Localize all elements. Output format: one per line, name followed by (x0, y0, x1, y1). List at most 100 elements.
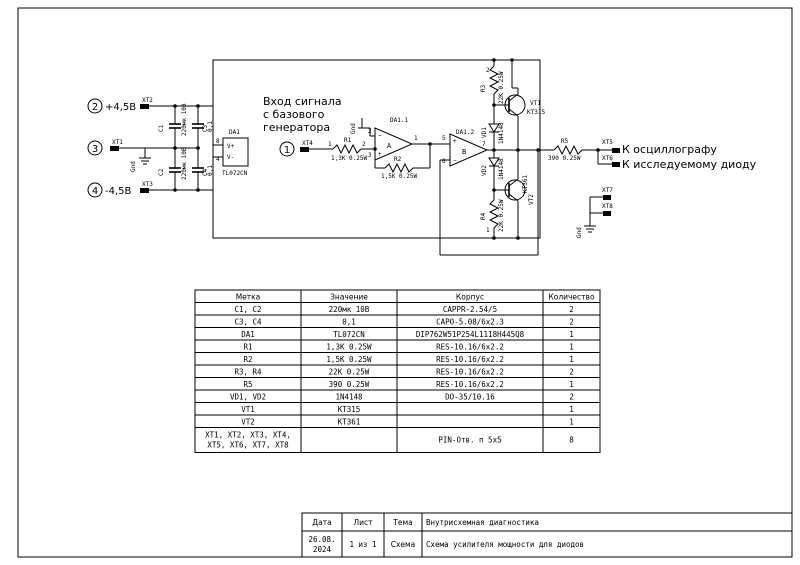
bom-cell: 1 (569, 343, 574, 352)
bom-cell: PIN-Отв. п 5x5 (438, 436, 501, 445)
da1-vplus: V+ (227, 143, 235, 150)
svg-text:+: + (453, 138, 457, 145)
conn-xt4: XT4 (302, 140, 313, 147)
power-input-gnd: 3 XT1 (87, 139, 200, 156)
cap-c2-ref: C2 (158, 168, 165, 176)
da12-letter: B (462, 148, 466, 156)
svg-text:+: + (378, 151, 382, 158)
bom-cell: 1 (569, 405, 574, 414)
svg-text:2: 2 (362, 141, 366, 148)
output-stage: R3 22K 0.25W 2 VD1 1N4148 VT1 KT315 VD2 … (480, 58, 545, 240)
signal-input-num: 1 (284, 145, 290, 156)
r1-val: 1,3K 0.25W (331, 155, 368, 162)
tb-h-sheet: Лист (353, 518, 373, 527)
r2-ref: R2 (394, 156, 402, 163)
bom-cell: 1 (569, 355, 574, 364)
bom-cell: CAPO-5.08/6x2.3 (436, 318, 504, 327)
bom-cell: RES-10.16/6x2.2 (436, 380, 504, 389)
svg-text:−: − (453, 157, 457, 164)
pin-xt3 (140, 188, 149, 193)
bom-cell: VT2 (241, 418, 255, 427)
vd2-ref: VD2 (481, 165, 488, 176)
da11-letter: A (387, 142, 392, 150)
bom-cell: RES-10.16/6x2.2 (436, 343, 504, 352)
conn-xt7: XT7 (602, 187, 613, 194)
vt2-part: KT361 (522, 175, 529, 193)
bom-cell: R5 (243, 380, 252, 389)
bom-cell: DA1 (241, 330, 255, 339)
bom-cell: 1,3K 0.25W (326, 343, 372, 352)
da12-ref: DA1.2 (456, 129, 474, 136)
svg-text:−: − (378, 132, 382, 139)
bom-cell: XT1, XT2, XT3, XT4, (205, 431, 291, 440)
bom-cell: 8 (569, 436, 574, 445)
bom-cell: DIP762W51P254L1118H445Q8 (416, 330, 525, 339)
r4-ref: R4 (480, 212, 487, 220)
da11-ref: DA1.1 (390, 117, 408, 124)
r2-val: 1,5K 0.25W (381, 173, 418, 180)
output-connectors: XT5 XT6 К осциллографу К исследуемому ди… (596, 139, 757, 171)
svg-text:6: 6 (442, 158, 446, 165)
capacitors: C1 220мк 10В C2 220мк 10В C3 0,1 C4 0,1 (158, 103, 214, 192)
cap-c1-val: 220мк 10В (181, 103, 188, 136)
vd1-ref: VD1 (481, 127, 488, 138)
sheet-frame (17, 7, 793, 558)
bom-cell: RES-10.16/6x2.2 (436, 355, 504, 364)
da1-body (222, 137, 249, 167)
gnd-label-input: Gnd (130, 161, 137, 172)
tb-scheme: Схема усилителя мощности для диодов (426, 540, 584, 549)
bom-cell: 2 (569, 368, 574, 377)
bom-cell: 22K 0.25W (329, 368, 370, 377)
cap-c4-ref: C4 (202, 168, 209, 176)
tb-h-scheme: Схема (391, 540, 416, 549)
bom-cell: CAPPR-2.54/5 (443, 305, 497, 314)
conn-xt1: XT1 (112, 139, 123, 146)
bom-cell: RES-10.16/6x2.2 (436, 368, 504, 377)
da1-pin4: 4 (216, 156, 220, 163)
bom-header: Количество (548, 293, 595, 302)
bom-cell: R2 (243, 355, 252, 364)
out-label-diode: К исследуемому диоду (622, 158, 757, 171)
da1-power-block: DA1 TL072CN V+ V- 8 4 (213, 129, 249, 177)
vt1-ref: VT1 (530, 100, 541, 107)
bom-cell: 0,1 (342, 318, 356, 327)
r3-ref: R3 (480, 84, 487, 92)
cap-c1-ref: C1 (158, 124, 165, 132)
signal-caption-1: Вход сигнала (263, 95, 342, 108)
signal-input: 1 XT4 (279, 140, 333, 157)
da1-part: TL072CN (222, 170, 248, 177)
bom-header: Метка (236, 293, 261, 302)
svg-text:1: 1 (414, 135, 418, 142)
bom-cell: 2 (569, 318, 574, 327)
title-block: Дата Лист Тема Внутрисхемная диагностика… (301, 512, 793, 558)
resistor-r2: R2 1,5K 0.25W (373, 142, 432, 180)
bom-cell: 1 (569, 380, 574, 389)
bom-cell: R3, R4 (234, 368, 262, 377)
bom-cell: 1 (569, 418, 574, 427)
opamp-da12: DA1.2 B + − 5 6 7 (430, 129, 539, 256)
bom-cell: 2 (569, 393, 574, 402)
pin-xt2 (140, 104, 149, 109)
bom-cell: XT5, XT6, XT7, XT8 (207, 441, 289, 450)
tb-sheet: 1 из 1 (349, 540, 376, 549)
r1-ref: R1 (344, 137, 352, 144)
bom-cell: 1 (569, 330, 574, 339)
power-input-plus: 2 +4,5В XT2 (87, 97, 213, 114)
board-outline (212, 59, 541, 239)
input-label-minus: -4,5В (105, 186, 132, 197)
svg-text:5: 5 (442, 135, 446, 142)
conn-xt2: XT2 (142, 97, 153, 104)
svg-text:1: 1 (486, 227, 490, 234)
conn-xt3: XT3 (142, 181, 153, 188)
vd1-part: 1N4148 (498, 122, 505, 144)
svg-text:2: 2 (486, 67, 490, 74)
bom-cell: 390 0.25W (329, 380, 370, 389)
bom-cell: C1, C2 (234, 305, 261, 314)
vd2-part: 1N4148 (498, 158, 505, 180)
bom-cell: R1 (243, 343, 252, 352)
power-input-minus: 4 -4,5В XT3 (87, 181, 213, 198)
bom-cell: DO-35/10.16 (445, 393, 495, 402)
input-label-plus: +4,5В (105, 102, 136, 113)
